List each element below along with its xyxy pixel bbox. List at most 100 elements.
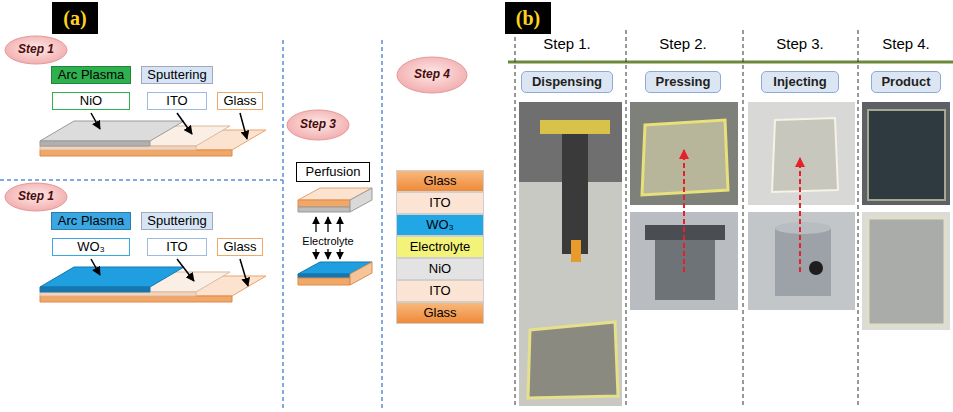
divider-line [282, 40, 284, 410]
step-ellipse: Step 1 [4, 35, 68, 65]
column-divider [858, 30, 859, 408]
deposition-arrow [91, 259, 100, 275]
node-text: Pressing [656, 75, 711, 90]
node-text: NiO [80, 94, 102, 109]
node-text: Product [881, 75, 930, 90]
photo-detail [868, 110, 945, 200]
node-text: (a) [63, 7, 86, 30]
photo-detail [571, 240, 581, 262]
node-text: Step 3 [300, 118, 336, 132]
node-text: Sputtering [147, 68, 206, 83]
glass-layer [40, 150, 232, 156]
photo-detail [562, 134, 588, 254]
process-box: WO₃ [52, 238, 130, 257]
photo-detail [775, 222, 831, 234]
photo-detail [809, 261, 823, 275]
lower-plate [298, 278, 350, 285]
red-dashed-arrow [683, 150, 685, 272]
node-text: Arc Plasma [58, 68, 124, 83]
lower-plate [298, 274, 350, 278]
step-heading: Step 1. [543, 35, 591, 52]
photo [748, 212, 855, 310]
node-text: Arc Plasma [58, 214, 124, 229]
lower-plate [350, 262, 372, 285]
ellipse-shape [287, 110, 349, 140]
step-heading: Step 3. [776, 35, 824, 52]
deposition-arrow [177, 113, 192, 134]
node-text: Sputtering [147, 214, 206, 229]
step-ellipse: Step 1 [4, 182, 68, 212]
process-box: Arc Plasma [51, 212, 131, 231]
flow-arrow [327, 249, 328, 259]
glass-layer [40, 296, 232, 302]
photo [862, 102, 950, 205]
deposition-arrow [240, 113, 247, 139]
process-box: Glass [217, 92, 262, 111]
photo-detail [868, 218, 945, 325]
node-text: ITO [429, 284, 450, 299]
wo3-layer [40, 287, 150, 292]
process-box: NiO [52, 92, 130, 111]
column-divider [743, 30, 744, 408]
header-rule [508, 61, 953, 64]
nio-layer [40, 121, 184, 141]
deposition-arrow [91, 113, 100, 129]
stack-layer: ITO [396, 280, 484, 302]
node-text: (b) [516, 7, 540, 30]
red-dashed-arrow [799, 158, 801, 272]
step-header-box: Product [871, 71, 941, 93]
column-divider [626, 30, 627, 408]
stack-layer: Glass [396, 170, 484, 192]
upper-plate [298, 200, 350, 207]
flow-arrow [315, 217, 316, 232]
node-text: WO₃ [426, 218, 454, 233]
step-heading: Step 2. [659, 35, 707, 52]
process-box: ITO [147, 92, 207, 111]
node-text: Dispensing [532, 75, 602, 90]
stack-layer: NiO [396, 258, 484, 280]
node-text: ITO [429, 196, 450, 211]
stack-layer: WO₃ [396, 214, 484, 236]
node-text: Step 4 [414, 68, 450, 82]
step-ellipse: Step 4 [396, 56, 468, 94]
flow-arrow [339, 249, 340, 259]
photo-detail [772, 118, 838, 192]
node-text: Glass [423, 174, 456, 189]
ito-layer [40, 146, 196, 150]
step-heading: Step 4. [882, 35, 930, 52]
process-box: Glass [217, 238, 262, 257]
flow-arrow [327, 217, 328, 232]
stack-layer: Glass [396, 302, 484, 324]
upper-plate [350, 188, 372, 212]
node-text: ITO [166, 240, 187, 255]
node-text: Glass [223, 94, 256, 109]
photo-detail [540, 120, 610, 134]
stack-layer: ITO [396, 192, 484, 214]
process-box: ITO [147, 238, 207, 257]
node-text: Step 1 [18, 190, 54, 204]
wo3-layer [40, 267, 184, 287]
ellipse-shape [397, 57, 467, 93]
process-box: Sputtering [141, 66, 213, 85]
node-text: ITO [166, 94, 187, 109]
node-text: Injecting [773, 75, 826, 90]
annotation-label: Electrolyte [302, 235, 353, 248]
step-header-box: Injecting [761, 71, 839, 93]
panel-label-box: (a) [52, 2, 98, 34]
panel-label-box: (b) [505, 2, 551, 34]
divider-line [0, 179, 283, 181]
step-header-box: Dispensing [521, 71, 613, 93]
ellipse-shape [5, 183, 67, 211]
photo-detail [775, 228, 831, 296]
node-text: WO₃ [77, 240, 105, 255]
flow-arrow [339, 217, 340, 232]
divider-line [381, 40, 383, 410]
photo [862, 212, 950, 330]
nio-layer [40, 141, 150, 146]
flow-arrow [315, 249, 316, 259]
stack-layer: Electrolyte [396, 236, 484, 258]
deposition-arrow [177, 259, 194, 281]
photo [519, 102, 622, 406]
node-text: Step 1 [18, 43, 54, 57]
